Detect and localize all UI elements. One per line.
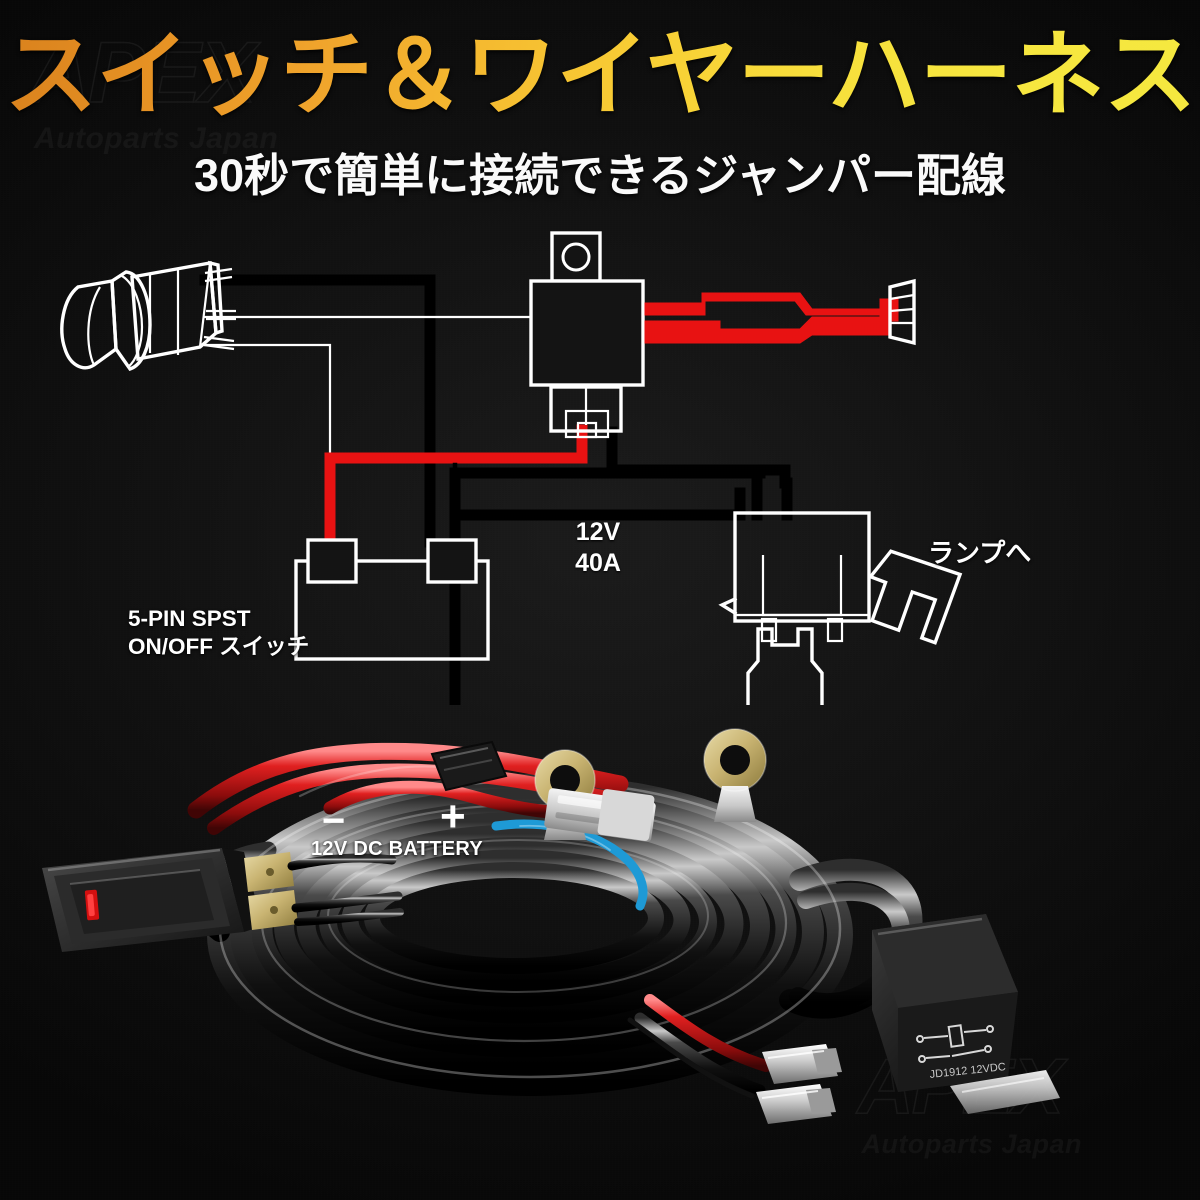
wiring-diagram-svg: .ow { fill:none; stroke:#ffffff; stroke-… <box>60 231 963 705</box>
wiring-diagram: .ow { fill:none; stroke:#ffffff; stroke-… <box>0 225 1200 860</box>
battery-negative-symbol: − <box>322 799 346 843</box>
battery-line-drawing <box>294 538 490 661</box>
output-leads <box>627 994 772 1099</box>
relay-rating-label: 12V 40A <box>560 517 636 578</box>
switch-label-line1: 5-PIN SPST <box>128 606 251 631</box>
product-rocker-switch <box>42 848 404 952</box>
wire-fuse-loop-black <box>449 467 766 705</box>
wire-relay-to-battery-negative <box>324 424 588 548</box>
product-relay: JD1912 12VDC <box>872 914 1060 1114</box>
product-photo-svg: JD1912 12VDC <box>42 728 1060 1124</box>
spade-terminal-black <box>756 1084 836 1124</box>
spade-terminal-red <box>762 1044 842 1084</box>
lamp-wire-group <box>644 278 916 346</box>
relay-amperage: 40A <box>575 548 621 577</box>
switch-spade-terminals <box>244 852 298 930</box>
inline-connector <box>544 788 656 842</box>
blade-fuse-line-drawing <box>746 627 824 705</box>
header: スイッチ＆ワイヤーハーネス 30秒で簡単に接続できるジャンパー配線 <box>0 0 1200 204</box>
switch-label: 5-PIN SPST ON/OFF スイッチ <box>128 605 309 661</box>
fuse-holder-line-drawing <box>718 511 871 643</box>
relay-printed-diagram <box>916 1024 994 1063</box>
wire-switch-lower-white <box>203 343 332 457</box>
battery-positive-symbol: + <box>440 792 466 841</box>
ring-terminal-right <box>703 728 767 822</box>
blade-fuse-tilted-line-drawing <box>867 549 963 645</box>
product-photo: JD1912 12VDC <box>0 700 1200 1200</box>
wire-switch-to-battery-black <box>199 274 436 548</box>
wire-group <box>199 274 793 705</box>
lamp-red-wire-lower <box>644 316 891 344</box>
battery-label: 12V DC BATTERY <box>311 838 484 860</box>
switch-label-line2: ON/OFF スイッチ <box>128 633 310 659</box>
wire-sleeve-junction <box>430 740 508 792</box>
relay-voltage: 12V <box>575 518 621 546</box>
lamp-red-wire-upper <box>644 292 899 322</box>
relay-line-drawing <box>529 231 645 439</box>
lamp-label: ランプへ <box>928 538 1032 568</box>
page-subtitle: 30秒で簡単に接続できるジャンパー配線 <box>194 149 1006 201</box>
lamp-connector-icon <box>888 278 916 346</box>
switch-line-drawing <box>60 260 236 372</box>
wire-fuse-loop-inner-black <box>449 487 746 521</box>
page-title: スイッチ＆ワイヤーハーネス <box>0 28 1200 123</box>
